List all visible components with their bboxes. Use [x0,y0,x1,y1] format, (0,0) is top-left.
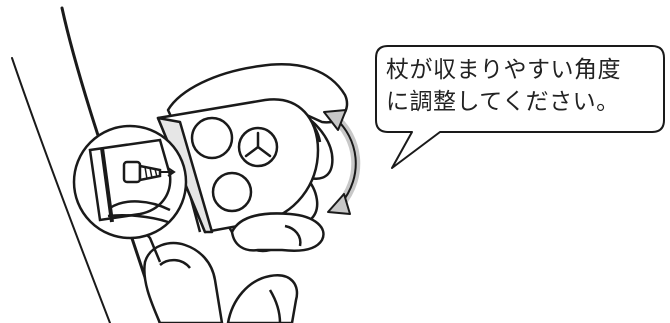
rotation-double-arrow-icon [323,109,361,215]
callout-line-1: 杖が収まりやすい角度 [386,57,621,83]
screw-icon [122,160,162,184]
zoom-inset [72,124,188,240]
lower-hand [117,212,325,323]
speech-bubble [375,45,665,169]
instruction-callout-text: 杖が収まりやすい角度 に調整してください。 [386,54,656,118]
callout-line-2: に調整してください。 [386,89,620,115]
